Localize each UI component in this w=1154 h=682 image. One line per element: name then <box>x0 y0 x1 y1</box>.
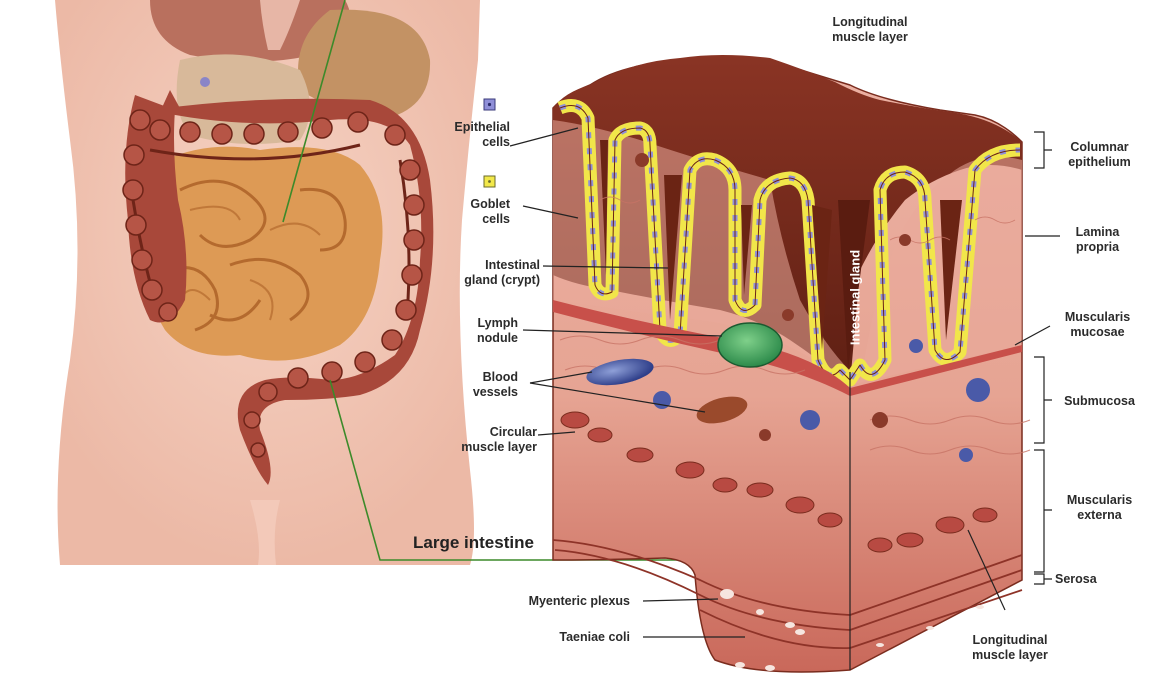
label-goblet-cells: Goblet cells <box>440 197 510 227</box>
label-epithelial-cells: Epithelial cells <box>430 120 510 150</box>
label-lymph-nodule: Lymph nodule <box>440 316 518 346</box>
tissue-block <box>553 55 1030 672</box>
label-myenteric-plexus: Myenteric plexus <box>480 594 630 609</box>
label-muscularis-mucosae: Muscularis mucosae <box>1050 310 1145 340</box>
label-intestinal-gland-crypt: Intestinal gland (crypt) <box>430 258 540 288</box>
label-blood-vessels: Blood vessels <box>440 370 518 400</box>
label-longitudinal-muscle-bottom: Longitudinal muscle layer <box>945 633 1075 663</box>
label-muscularis-externa: Muscularis externa <box>1052 493 1147 523</box>
label-large-intestine: Large intestine <box>413 533 534 553</box>
label-taeniae-coli: Taeniae coli <box>500 630 630 645</box>
label-circular-muscle-layer: Circular muscle layer <box>425 425 537 455</box>
label-serosa: Serosa <box>1055 572 1097 587</box>
label-lamina-propria: Lamina propria <box>1055 225 1140 255</box>
label-longitudinal-muscle-top: Longitudinal muscle layer <box>805 15 935 45</box>
lymph-nodule-shape <box>718 323 782 367</box>
label-columnar-epithelium: Columnar epithelium <box>1052 140 1147 170</box>
label-submucosa: Submucosa <box>1052 394 1147 409</box>
layer-brackets <box>1034 132 1052 584</box>
label-intestinal-gland-vertical: Intestinal gland <box>848 243 863 353</box>
